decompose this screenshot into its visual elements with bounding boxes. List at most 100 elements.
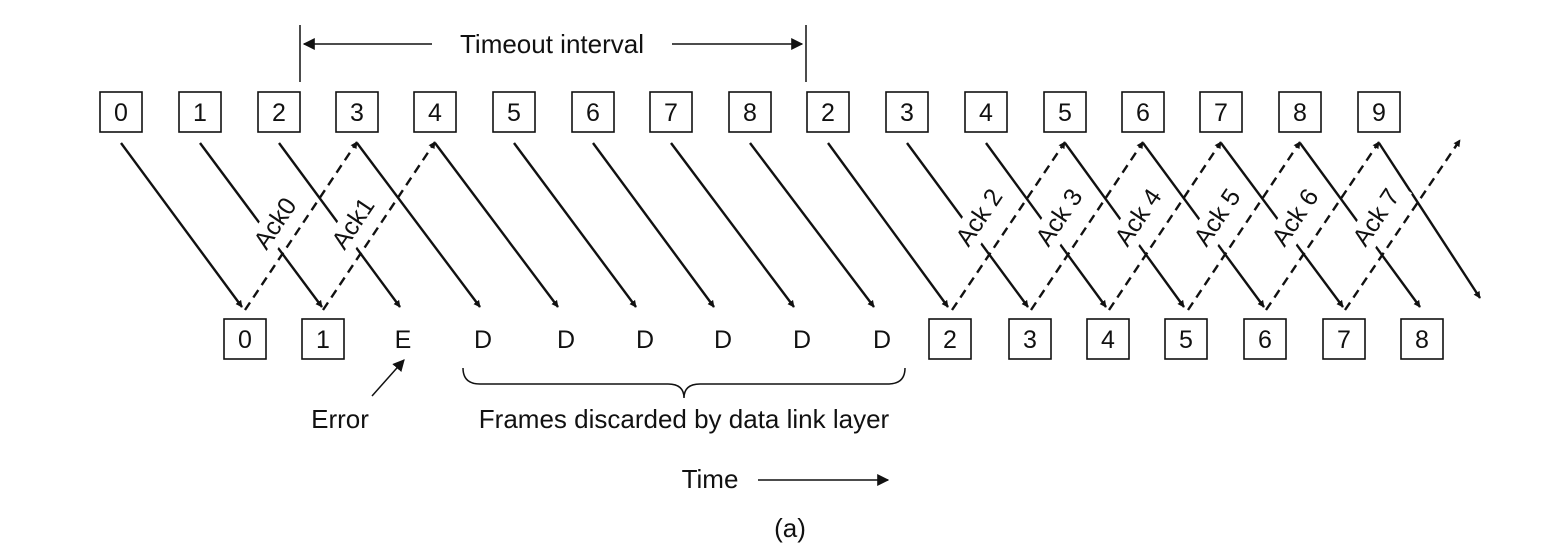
ack-label-bg	[1025, 176, 1096, 260]
receiver-item-12: 5	[1164, 318, 1208, 360]
ack-arrow	[1108, 141, 1222, 311]
ack-label-bg	[241, 182, 312, 266]
receiver-item-3: D	[474, 326, 492, 354]
receiver-frame-box	[1400, 318, 1444, 360]
timeout-interval-label: Timeout interval	[460, 29, 644, 59]
sender-frame-8: 8	[728, 91, 772, 133]
receiver-item-13: 6	[1243, 318, 1287, 360]
receiver-frame-box	[1086, 318, 1130, 360]
sender-frame-12: 5	[1043, 91, 1087, 133]
receiver-frame-box	[1322, 318, 1366, 360]
sender-frame-2: 2	[257, 91, 301, 133]
sender-frame-box	[728, 91, 772, 133]
receiver-item-9: 2	[928, 318, 972, 360]
sender-frame-14: 7	[1199, 91, 1243, 133]
sender-frame-label: 1	[193, 99, 207, 127]
ack-arrow	[244, 141, 358, 311]
ack-label: Ack 3	[1030, 184, 1088, 251]
sender-frame-9: 2	[806, 91, 850, 133]
receiver-frame-label: 1	[316, 326, 330, 354]
ack-label-bg	[319, 182, 390, 266]
receiver-frame-label: 2	[943, 326, 957, 354]
sender-frame-box	[99, 91, 143, 133]
discarded-marker: D	[636, 326, 654, 354]
frame-arrow	[120, 142, 243, 308]
receiver-item-1: 1	[301, 318, 345, 360]
sender-frame-10: 3	[885, 91, 929, 133]
sender-frame-5: 5	[492, 91, 536, 133]
discarded-marker: D	[557, 326, 575, 354]
ack-arrow	[1265, 141, 1380, 311]
frame-arrow	[670, 142, 795, 308]
time-label: Time	[682, 464, 739, 494]
sender-frame-box	[1121, 91, 1165, 133]
sender-frame-11: 4	[964, 91, 1008, 133]
sender-frame-box	[964, 91, 1008, 133]
ack-label-bg	[1342, 176, 1413, 260]
error-label: Error	[311, 404, 369, 434]
frame-arrow	[356, 142, 481, 308]
sender-frame-label: 6	[586, 99, 600, 127]
frame-arrow	[827, 142, 949, 308]
sender-frame-4: 4	[413, 91, 457, 133]
sender-frame-label: 2	[821, 99, 835, 127]
discarded-frames-brace: Frames discarded by data link layer	[462, 367, 906, 434]
frame-arrow	[434, 142, 559, 308]
receiver-item-2: E	[395, 326, 412, 354]
discarded-marker: D	[474, 326, 492, 354]
figure-caption: (a)	[774, 513, 806, 543]
receiver-item-6: D	[714, 326, 732, 354]
receiver-frame-box	[1008, 318, 1052, 360]
ack-arrow	[1030, 141, 1144, 311]
frame-arrow	[749, 142, 875, 308]
sender-frame-box	[1043, 91, 1087, 133]
sender-frame-6: 6	[571, 91, 615, 133]
frame-arrow	[1377, 142, 1482, 299]
frame-arrow	[513, 142, 637, 308]
sender-frame-7: 7	[649, 91, 693, 133]
sender-frame-16: 9	[1357, 91, 1401, 133]
sender-frame-box	[649, 91, 693, 133]
receiver-item-14: 7	[1322, 318, 1366, 360]
sender-frame-15: 8	[1278, 91, 1322, 133]
receiver-frame-label: 0	[238, 326, 252, 354]
sender-frame-3: 3	[335, 91, 379, 133]
sender-frame-label: 4	[979, 99, 993, 127]
sender-frame-label: 6	[1136, 99, 1150, 127]
sender-frame-label: 3	[350, 99, 364, 127]
sender-frame-label: 8	[1293, 99, 1307, 127]
sender-frame-box	[1278, 91, 1322, 133]
discarded-marker: D	[793, 326, 811, 354]
sender-frame-label: 9	[1372, 99, 1386, 127]
sender-frame-label: 2	[272, 99, 286, 127]
ack-label-bg	[1104, 176, 1175, 260]
receiver-item-4: D	[557, 326, 575, 354]
ack-arrow	[951, 141, 1066, 311]
receiver-frame-box	[223, 318, 267, 360]
sender-frame-box	[1357, 91, 1401, 133]
sender-frame-label: 5	[1058, 99, 1072, 127]
receiver-item-8: D	[873, 326, 891, 354]
ack-arrow	[1187, 141, 1301, 311]
sender-frame-label: 0	[114, 99, 128, 127]
sender-frame-box	[1199, 91, 1243, 133]
receiver-frame-box	[1243, 318, 1287, 360]
receiver-frame-label: 5	[1179, 326, 1193, 354]
receiver-item-15: 8	[1400, 318, 1444, 360]
discarded-frames-label: Frames discarded by data link layer	[479, 404, 890, 434]
sender-frame-box	[492, 91, 536, 133]
discarded-marker: D	[873, 326, 891, 354]
receiver-frame-label: 8	[1415, 326, 1429, 354]
timeout-interval-annotation: Timeout interval	[299, 25, 807, 82]
receiver-frame-label: 4	[1101, 326, 1115, 354]
ack-label-bg	[945, 176, 1016, 260]
sender-frame-label: 7	[664, 99, 678, 127]
sender-frame-box	[806, 91, 850, 133]
sender-frame-label: 5	[507, 99, 521, 127]
error-marker: E	[395, 326, 412, 354]
ack-label-bg	[1183, 176, 1254, 260]
sender-frame-box	[178, 91, 222, 133]
